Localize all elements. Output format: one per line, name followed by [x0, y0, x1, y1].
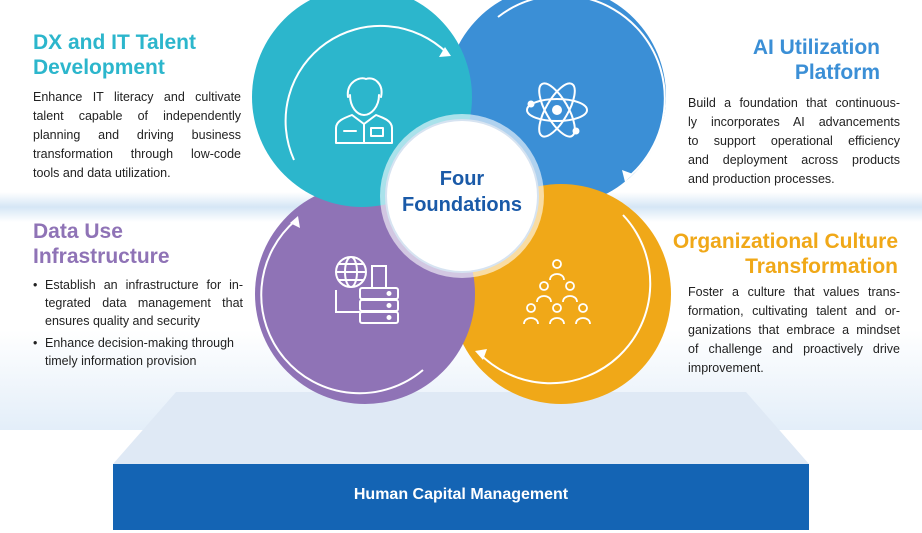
dx-description-line: planning and driving business — [33, 128, 241, 142]
ai-description-line: ly incorporates AI advancements — [688, 115, 900, 129]
culture-heading: Organizational Culture Transformation — [640, 229, 898, 279]
data-bullet-line: ensures quality and security — [45, 314, 200, 328]
dx-heading: DX and IT Talent Development — [33, 30, 263, 80]
center-title: Four Foundations — [385, 166, 539, 218]
people-group-icon — [523, 259, 591, 325]
circle-culture-arrow — [477, 214, 652, 385]
base-label: Human Capital Management — [353, 486, 569, 503]
culture-heading-line1: Organizational Culture — [672, 230, 898, 253]
center-title-line2: Foundations — [402, 194, 522, 216]
data-heading: Data Use Infrastructure — [33, 219, 253, 269]
ai-heading-line2: Platform — [794, 61, 880, 84]
ai-description-line: and production processes. — [688, 172, 835, 186]
ai-description-line: to support operational efficiency — [688, 134, 900, 148]
culture-description-line: formation, cultivating talent and or- — [688, 304, 900, 318]
data-bullet-line: Enhance decision-making through — [45, 336, 235, 350]
dx-heading-line1: DX and IT Talent — [33, 31, 196, 54]
circle-dx-arrowhead — [439, 47, 451, 57]
dx-description-line: transformation through low-code — [33, 147, 241, 161]
data-heading-line1: Data Use — [33, 220, 123, 243]
ai-description-line: and deployment across products — [688, 153, 900, 167]
ai-heading-line1: AI Utilization — [752, 36, 880, 59]
culture-description-line: of challenge and proactively drive — [688, 342, 900, 356]
atom-icon — [526, 82, 588, 138]
data-bullet-item: Establish an infrastructure for in- tegr… — [33, 276, 243, 330]
base-top-face — [113, 392, 809, 464]
data-heading-line2: Infrastructure — [33, 245, 170, 268]
data-bullet-item: Enhance decision-making through timely i… — [33, 334, 243, 370]
ai-description: Build a foundation that continuous- ly i… — [688, 94, 900, 189]
culture-description: Foster a culture that values trans- form… — [688, 283, 900, 378]
base-platform — [113, 392, 809, 530]
center-circle-disc — [385, 119, 539, 273]
data-bullet-line: Establish an infrastructure for in- — [45, 278, 243, 292]
base-front-face — [113, 464, 809, 530]
center-title-line1: Four — [439, 168, 485, 190]
server-globe-icon — [335, 256, 399, 324]
dx-description: Enhance IT literacy and cultivate talent… — [33, 88, 241, 183]
circle-data-arrow — [260, 219, 424, 395]
circle-ai-arrow — [497, 0, 666, 181]
dx-description-line: Enhance IT literacy and cultivate — [33, 90, 241, 104]
person-icon — [335, 77, 393, 144]
circle-dx-arrow — [284, 24, 448, 161]
dx-description-line: talent capable of independently — [33, 109, 241, 123]
dx-heading-line2: Development — [33, 56, 165, 79]
data-bullet-list: Establish an infrastructure for in- tegr… — [33, 276, 243, 374]
culture-description-line: Foster a culture that values trans- — [688, 285, 900, 299]
circle-data-arrowhead — [290, 216, 300, 228]
culture-heading-line2: Transformation — [745, 255, 898, 278]
culture-description-line: ganizations that embrace a mindset — [688, 323, 900, 337]
culture-description-line: improvement. — [688, 361, 764, 375]
circle-ai-arrowhead — [622, 170, 633, 182]
center-circle — [380, 114, 544, 278]
ai-heading: AI Utilization Platform — [640, 35, 880, 85]
data-bullet-line: timely information provision — [45, 354, 197, 368]
circle-culture-arrowhead — [475, 349, 487, 360]
ai-description-line: Build a foundation that continuous- — [688, 96, 900, 110]
data-bullet-line: tegrated data management that — [45, 296, 243, 310]
dx-description-line: tools and data utilization. — [33, 166, 171, 180]
